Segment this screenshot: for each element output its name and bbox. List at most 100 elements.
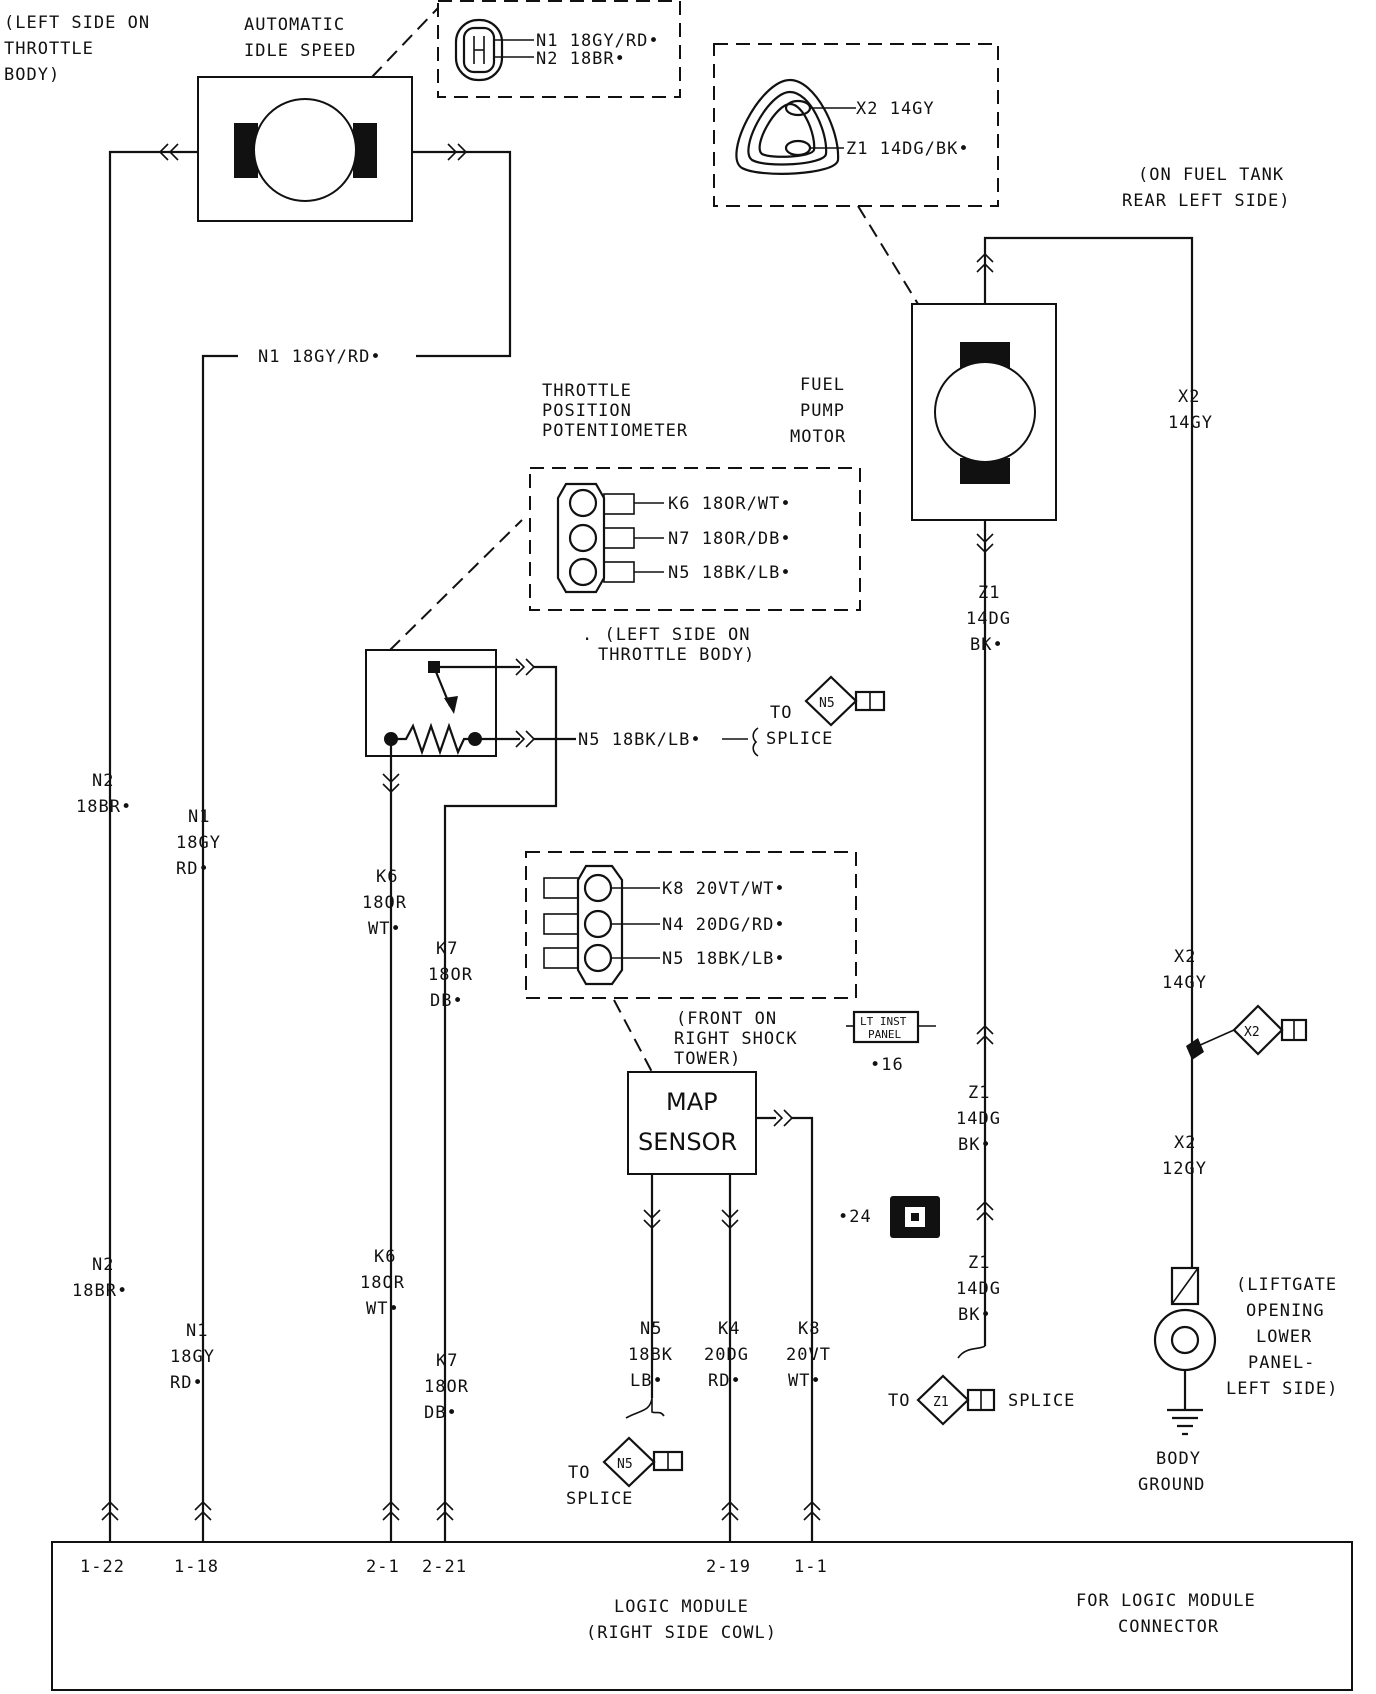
x2-splice-dot	[1186, 1038, 1204, 1060]
z1-break	[957, 1345, 986, 1359]
lm-connector-2-1	[382, 1500, 400, 1521]
map-title-l1: MAP	[666, 1088, 718, 1116]
n1-lower-l2: 18GY	[170, 1347, 215, 1367]
map-pin-k8: K8 20VT/WT•	[662, 879, 786, 899]
fuel-motor-armature	[934, 361, 1036, 463]
tps-loc-l2: THROTTLE BODY)	[598, 645, 755, 665]
tps-connector-plug	[556, 482, 664, 594]
ground-label-l2: GROUND	[1138, 1475, 1205, 1495]
map-leader	[613, 999, 653, 1073]
lm-pin-2-19: 2-19	[706, 1557, 751, 1577]
idle-motor-magnet-right	[353, 123, 377, 178]
z1-inline-connector-1	[976, 1024, 994, 1045]
idle-pin-n1: N1 18GY/RD•	[536, 31, 660, 51]
n1-lower-l3: RD•	[170, 1373, 204, 1393]
wire-k8	[792, 1116, 814, 1542]
n1-upper-l2: 18GY	[176, 833, 221, 853]
k4-lower-l3: RD•	[708, 1371, 742, 1391]
ground-eyelet-tab	[1170, 1266, 1200, 1306]
k6-upper-l3: WT•	[368, 919, 402, 939]
z1-upper-l1: Z1	[978, 583, 1000, 603]
wire-n5-mid-label: N5 18BK/LB•	[578, 730, 702, 750]
idle-loc-line3: BODY)	[4, 65, 60, 85]
fuel-connector-top	[976, 252, 994, 273]
z1-splice-id: Z1	[933, 1395, 949, 1410]
fuel-loc-line2: REAR LEFT SIDE)	[1122, 191, 1291, 211]
lt-inst-panel-l2: PANEL	[868, 1028, 901, 1041]
map-connector-plug	[543, 864, 660, 986]
n2-upper-l2: 18BR•	[76, 797, 132, 817]
idle-connector-plug	[454, 18, 534, 82]
fuel-pump-connector-detail	[713, 43, 999, 207]
x2-upper-l1: X2	[1178, 387, 1200, 407]
x2-mid-l2: 14GY	[1162, 973, 1207, 993]
map-connector-n5	[643, 1209, 661, 1230]
n5-lower-l2: 18BK	[628, 1345, 673, 1365]
k7-upper-l1: K7	[436, 939, 458, 959]
tps-loc-l1: . (LEFT SIDE ON	[582, 625, 751, 645]
z1-splice-to: TO	[888, 1391, 910, 1411]
fuel-connector-bottom	[976, 533, 994, 554]
map-loc-l2: RIGHT SHOCK	[674, 1029, 798, 1049]
n5-top-splice-to: TO	[770, 703, 792, 723]
lm-pin-2-21: 2-21	[422, 1557, 467, 1577]
map-connector-detail	[525, 851, 857, 999]
map-loc-l1: (FRONT ON	[676, 1009, 777, 1029]
k6-lower-l3: WT•	[366, 1299, 400, 1319]
z1-splice-label: SPLICE	[1008, 1391, 1075, 1411]
logic-module-title: LOGIC MODULE	[614, 1597, 749, 1617]
k6-upper-l2: 18OR	[362, 893, 407, 913]
idle-connector-left	[158, 143, 179, 161]
k6-lower-l1: K6	[374, 1247, 396, 1267]
k7-lower-l3: DB•	[424, 1403, 458, 1423]
lm-note-l1: FOR LOGIC MODULE	[1076, 1591, 1256, 1611]
n2-lower-l1: N2	[92, 1255, 114, 1275]
z1-upper-l3: BK•	[970, 635, 1004, 655]
z1-lower-l2: 14DG	[956, 1279, 1001, 1299]
z1-mid-l2: 14DG	[956, 1109, 1001, 1129]
n1-upper-l1: N1	[188, 807, 210, 827]
lt-inst-panel-l1: LT INST	[860, 1015, 907, 1028]
lm-connector-2-19	[721, 1500, 739, 1521]
tps-pin-n7: N7 18OR/DB•	[668, 529, 792, 549]
fuel-pump-motor	[911, 303, 1057, 521]
lm-note-l2: CONNECTOR	[1118, 1617, 1219, 1637]
wire-n1	[201, 150, 512, 1542]
n5-lower-break	[625, 1396, 665, 1419]
fuel-pin-z1: Z1 14DG/BK•	[846, 139, 970, 159]
k8-lower-l2: 20VT	[786, 1345, 831, 1365]
x2-lower-l1: X2	[1174, 1133, 1196, 1153]
fuel-pin-x2: X2 14GY	[856, 99, 935, 119]
map-connector-k4	[721, 1209, 739, 1230]
wire-n1-top-label: N1 18GY/RD•	[258, 347, 382, 367]
idle-connector-right	[447, 143, 468, 161]
fuel-pump-plug	[735, 78, 856, 175]
ref-24: •24	[838, 1207, 872, 1227]
idle-loc-line2: THROTTLE	[4, 39, 94, 59]
lm-connector-1-22	[101, 1500, 119, 1521]
x2-splice-id: X2	[1244, 1025, 1260, 1040]
n5-bottom-splice-label: SPLICE	[566, 1489, 633, 1509]
ground-loc-l4: PANEL-	[1248, 1353, 1315, 1373]
k4-lower-l1: K4	[718, 1319, 740, 1339]
idle-speed-motor	[197, 76, 413, 222]
lm-pin-1-18: 1-18	[174, 1557, 219, 1577]
idle-pin-n2: N2 18BR•	[536, 49, 626, 69]
wire-x2	[983, 236, 1194, 1268]
tps-connector-k6	[382, 773, 400, 794]
ground-eyelet	[1153, 1308, 1217, 1372]
idle-connector-leader	[371, 7, 439, 78]
x2-mid-l1: X2	[1174, 947, 1196, 967]
ground-label-l1: BODY	[1156, 1449, 1201, 1469]
tps-wiper-arrow	[444, 696, 458, 714]
z1-upper-l2: 14DG	[966, 609, 1011, 629]
n5-top-splice-label: SPLICE	[766, 729, 833, 749]
tps-resistor	[391, 722, 475, 756]
fuel-loc-line1: (ON FUEL TANK	[1138, 165, 1284, 185]
idle-loc-line1: (LEFT SIDE ON	[4, 13, 150, 33]
n5-bottom-splice-id: N5	[617, 1457, 633, 1472]
map-sensor-box	[627, 1071, 757, 1175]
z1-inline-connector-2	[976, 1200, 994, 1221]
idle-plug-shell	[454, 18, 504, 82]
